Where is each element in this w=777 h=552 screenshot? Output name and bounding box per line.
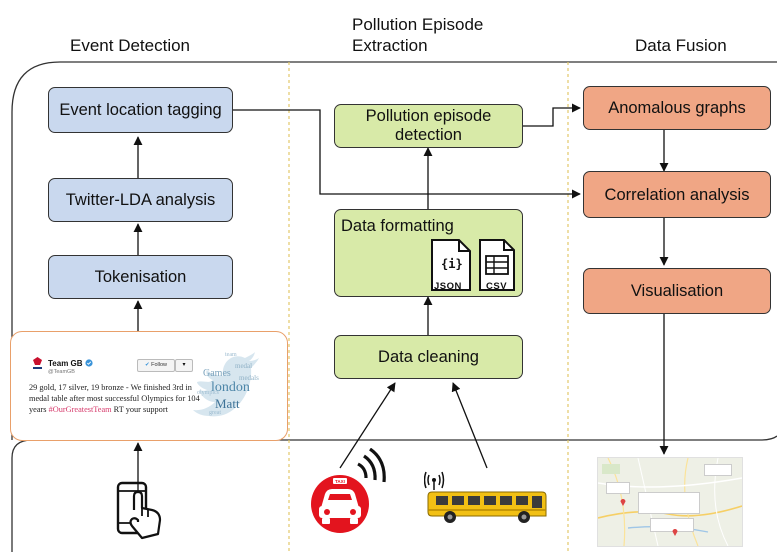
taxi-icon <box>311 448 386 533</box>
cloud-word: medal <box>235 362 253 370</box>
verified-badge-icon <box>85 359 93 367</box>
map-pin-icon <box>620 499 626 506</box>
map-info-popup <box>606 482 630 494</box>
node-anomalous-graphs: Anomalous graphs <box>583 86 771 130</box>
cloud-word: olympics <box>197 390 219 396</box>
tweet-user-menu-button[interactable]: ▾ <box>175 359 193 372</box>
node-visualisation: Visualisation <box>583 268 771 314</box>
cloud-word: Games <box>203 368 231 379</box>
arrow-detection-to-anomalous <box>523 103 581 127</box>
node-tokenisation: Tokenisation <box>48 255 233 299</box>
arrow-location-to-correlation <box>233 109 581 199</box>
follow-label: Follow <box>151 362 168 368</box>
team-gb-logo-icon <box>33 357 42 369</box>
csv-file-icon <box>479 239 515 291</box>
column-title-data-fusion: Data Fusion <box>635 36 727 55</box>
map-screenshot <box>597 457 743 547</box>
map-info-popup <box>704 464 732 476</box>
node-label: Event location tagging <box>59 101 222 119</box>
node-label: Data cleaning <box>378 348 479 366</box>
json-glyph: {i} <box>441 257 463 271</box>
node-label: Correlation analysis <box>604 185 750 204</box>
column-title-pollution-episode: Pollution Episode Extraction <box>352 15 484 55</box>
node-label: Data formatting <box>341 217 454 235</box>
cloud-word: Matt <box>215 396 240 411</box>
csv-label: CSV <box>486 281 508 292</box>
node-twitter-lda: Twitter-LDA analysis <box>48 178 233 222</box>
taxi-sign-label: TAXI <box>335 479 345 484</box>
tweet-text-body: 29 gold, 17 silver, 19 bronze - We finis… <box>29 383 200 414</box>
json-file-icon <box>431 239 471 291</box>
bird-icon: ✔ <box>144 362 150 368</box>
tweet-follow-button[interactable]: ✔ Follow <box>137 359 175 372</box>
node-event-location-tagging: Event location tagging <box>48 87 233 133</box>
node-label: Visualisation <box>630 282 724 300</box>
map-info-popup <box>638 492 700 514</box>
twitter-word-cloud: london Matt Games medal team olympics me… <box>189 344 277 430</box>
node-label: Tokenisation <box>94 268 187 286</box>
tweet-text: 29 gold, 17 silver, 19 bronze - We finis… <box>29 382 209 415</box>
tweet-card: Team GB @TeamGB ✔ Follow ▾ 29 gold, 17 s… <box>10 331 288 441</box>
cloud-word: medals <box>239 374 259 382</box>
twitter-bird-icon <box>193 352 259 417</box>
json-label: JSON <box>434 281 462 292</box>
node-pollution-episode-detection: Pollution episode detection <box>334 104 523 148</box>
arrow-bus-to-cleaning <box>451 382 488 469</box>
map-info-popup <box>650 518 694 532</box>
cloud-word: team <box>225 352 237 358</box>
smartphone-touch-icon <box>116 481 162 540</box>
node-data-formatting: Data formatting {i} JSON CSV <box>334 209 523 297</box>
node-label: Anomalous graphs <box>608 99 746 117</box>
node-label: Pollution episode detection <box>365 107 492 144</box>
tweet-account-name: Team GB <box>48 359 83 368</box>
arrow-taxi-to-cleaning <box>339 382 396 469</box>
node-data-cleaning: Data cleaning <box>334 335 523 379</box>
cloud-word: london <box>211 380 250 395</box>
map-pin-icon <box>672 529 678 536</box>
node-label: Twitter-LDA analysis <box>65 191 216 209</box>
cloud-word: great <box>209 410 221 416</box>
tweet-handle: @TeamGB <box>48 369 75 375</box>
column-title-event-detection: Event Detection <box>70 36 191 55</box>
school-bus-icon <box>424 471 547 523</box>
tweet-text-end: RT your support <box>111 405 168 414</box>
node-correlation-analysis: Correlation analysis <box>583 171 771 218</box>
tweet-hashtag: #OurGreatestTeam <box>48 405 112 414</box>
upper-frame <box>11 61 777 440</box>
